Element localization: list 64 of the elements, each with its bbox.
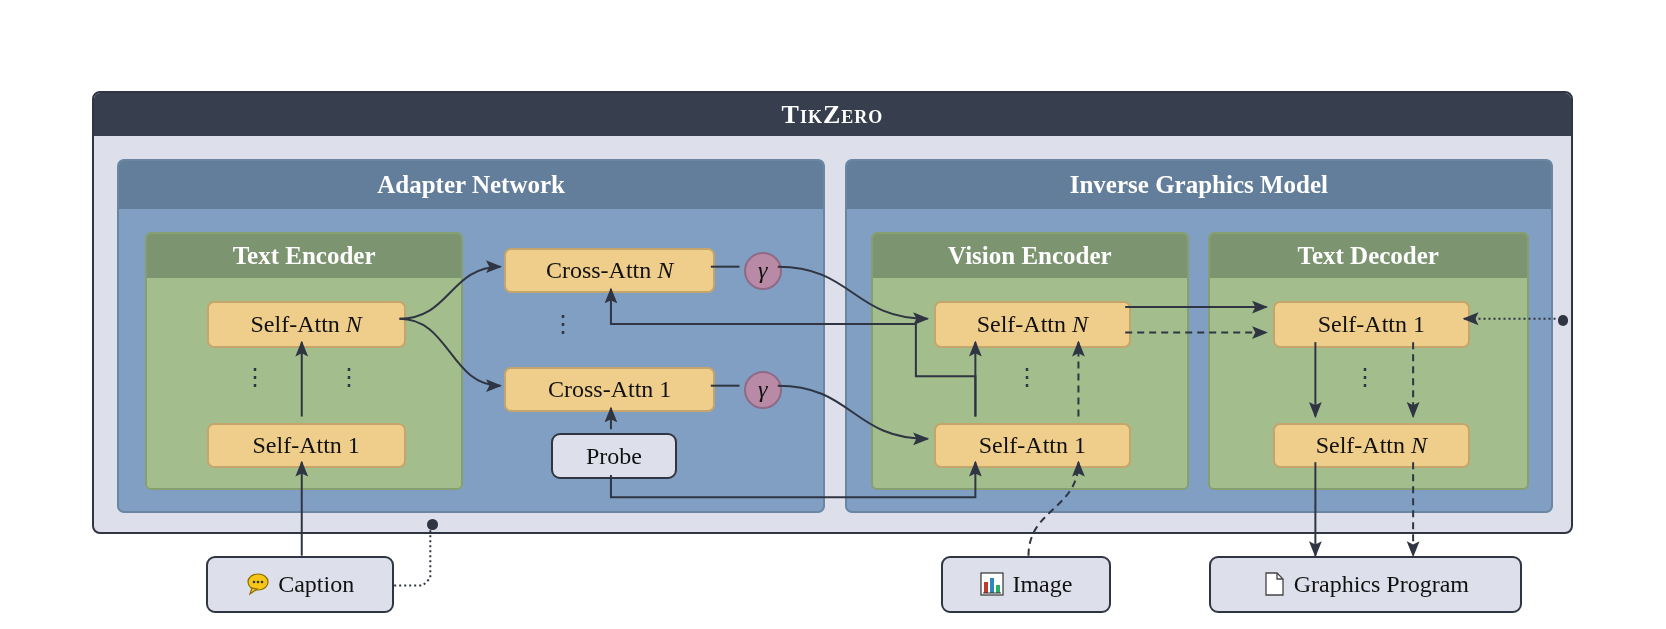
node-label: Self-Attn N [976,311,1089,339]
submodule-panel [871,232,1189,490]
module-panel [844,159,1554,514]
panel-title: Inverse Graphics Model [846,161,1552,210]
arrow [776,265,930,325]
panel-title: Text Decoder [1209,234,1527,279]
attention-block [504,248,715,293]
arrow [295,460,309,557]
attention-block [1272,422,1471,469]
node-label: Cross-Attn N [545,257,674,285]
io-box [1209,555,1522,614]
panel-title: Text Encoder [147,234,461,279]
gate-circle [743,251,782,290]
module-panel [116,159,826,514]
gate-symbol: γ [757,376,768,404]
io-box [551,433,677,479]
io-box [206,555,395,614]
attention-block [206,301,406,349]
ellipsis-dots: ⋮ [336,363,361,392]
node-label: Self-Attn 1 [252,431,360,459]
node-label: Self-Attn N [1315,431,1427,459]
arrow [609,460,982,499]
arrow [776,384,930,445]
arrow [1308,341,1322,419]
arrow [1027,460,1084,557]
attention-block [206,422,406,469]
node-label: Image [1012,570,1073,598]
node-label: Cross-Attn 1 [547,376,672,404]
arrow [1406,461,1420,558]
node-label: Graphics Program [1293,570,1469,598]
ellipsis-dots: ⋮ [1015,363,1040,392]
node-label: Self-Attn N [250,311,362,339]
connector-dot [427,519,438,531]
arrow [1124,300,1269,314]
node-label: Probe [585,442,642,470]
connector-dot [1557,315,1569,327]
attention-block [1272,301,1471,349]
arrow [295,340,309,418]
node-label: Caption [278,570,355,598]
attention-block [933,422,1132,469]
ellipsis-dots: ⋮ [1353,363,1378,392]
arrow [1124,326,1269,339]
arrow [1406,341,1420,419]
panel-title: Adapter Network [118,161,824,210]
panel-title: Vision Encoder [873,234,1187,279]
node-label: Self-Attn 1 [1317,311,1425,339]
arrow [1462,312,1557,326]
arrow [1308,461,1322,558]
io-box [941,555,1112,614]
panel-title: TikZero [94,93,1571,136]
ellipsis-dots: ⋮ [243,363,267,392]
system-panel [92,91,1573,535]
arrow [398,317,503,391]
arrow [969,340,982,418]
gate-circle [743,370,782,409]
gate-symbol: γ [757,257,768,285]
arrow [604,406,618,431]
ellipsis-dots: ⋮ [551,310,576,339]
attention-block [504,367,715,412]
arrow [1072,340,1085,418]
submodule-panel [1207,232,1529,490]
node-label: Self-Attn 1 [978,431,1087,459]
submodule-panel [145,232,463,490]
attention-block [933,301,1132,349]
